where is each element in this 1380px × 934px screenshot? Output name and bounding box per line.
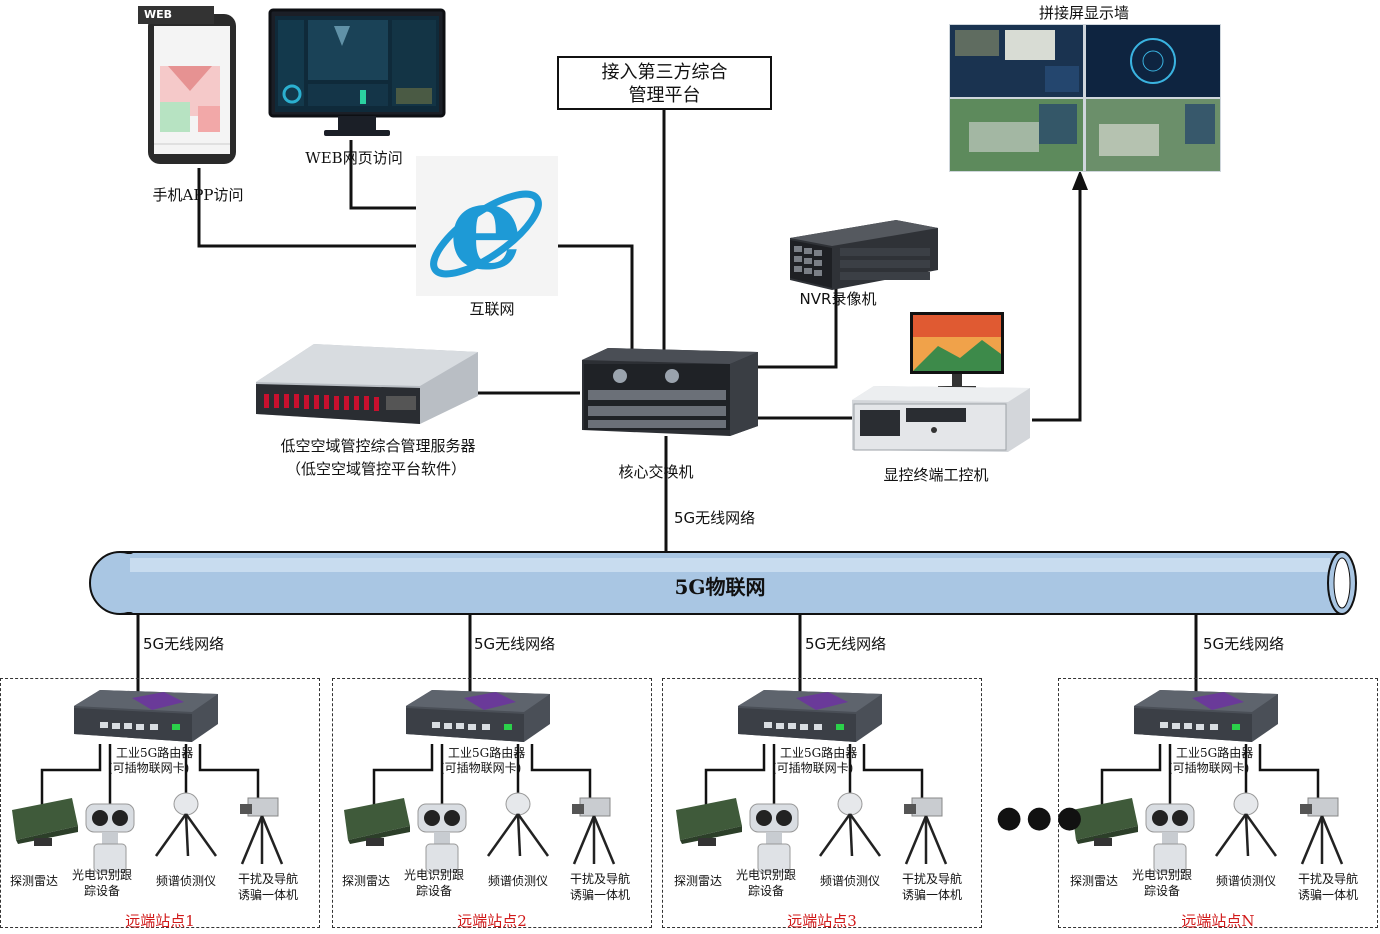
third-party-platform-box: 接入第三方综合 管理平台	[557, 56, 772, 110]
station-title: 远端站点1	[125, 912, 195, 930]
station-frame-3	[662, 678, 982, 928]
detection-radar-image	[672, 796, 744, 848]
video-wall-image	[949, 24, 1221, 172]
jammer-spoofer-image	[1292, 794, 1348, 866]
device-label-spectrum: 频谱侦测仪	[1216, 874, 1277, 888]
jammer-spoofer-image	[232, 794, 288, 866]
console-monitor-image	[908, 310, 1006, 392]
industrial-5g-router-image	[404, 688, 552, 744]
station-link-label: 5G无线网络	[143, 635, 225, 653]
router-label-line-2: (可插物联网卡)	[108, 761, 190, 775]
device-label-eo-line-1: 光电识别跟	[1132, 868, 1193, 882]
mobile-app-label: 手机APP访问	[152, 186, 244, 204]
device-label-spectrum: 频谱侦测仪	[488, 874, 549, 888]
wire-nvr-switch	[756, 268, 838, 369]
device-label-eo-line-2: 踪设备	[748, 884, 785, 898]
eo-tracking-camera-image	[746, 800, 802, 874]
web-access-label: WEB网页访问	[305, 149, 403, 167]
device-label-eo-line-1: 光电识别跟	[404, 868, 465, 882]
5g-iot-label: 5G物联网	[674, 575, 766, 599]
station-frame-1	[0, 678, 320, 928]
nvr-recorder-image	[786, 218, 940, 292]
wire-console-wall	[1032, 188, 1082, 422]
station-link-label: 5G无线网络	[805, 635, 887, 653]
5g-iot-pipe	[89, 551, 1357, 615]
device-label-jammer-line-2: 诱骗一体机	[238, 888, 299, 902]
device-label-eo-line-2: 踪设备	[1144, 884, 1181, 898]
device-label-eo-line-2: 踪设备	[84, 884, 121, 898]
device-label-radar: 探测雷达	[1070, 874, 1119, 888]
arrow-to-video-wall	[1072, 170, 1088, 190]
router-label-line-2: (可插物联网卡)	[772, 761, 854, 775]
uplink-5g-label: 5G无线网络	[674, 509, 756, 527]
server-label: 低空空域管控综合管理服务器	[280, 437, 476, 455]
video-wall-label: 拼接屏显示墙	[1038, 4, 1130, 22]
device-label-radar: 探测雷达	[342, 874, 391, 888]
detection-radar-image	[340, 796, 412, 848]
wire-web-internet	[349, 140, 420, 210]
internet-globe-icon: e	[416, 156, 558, 296]
device-label-eo-line-1: 光电识别跟	[736, 868, 797, 882]
server-sublabel: （低空空域管控平台软件）	[285, 460, 467, 478]
spectrum-detector-image	[150, 792, 222, 858]
device-label-jammer-line-1: 干扰及导航	[570, 872, 631, 886]
console-label: 显控终端工控机	[883, 466, 989, 484]
station-title: 远端站点N	[1181, 912, 1255, 930]
router-label-line-2: (可插物联网卡)	[440, 761, 522, 775]
detection-radar-image	[1068, 796, 1140, 848]
router-label-line-1: 工业5G路由器	[448, 746, 526, 760]
industrial-5g-router-image	[736, 688, 884, 744]
router-label-line-1: 工业5G路由器	[780, 746, 858, 760]
device-label-jammer-line-1: 干扰及导航	[902, 872, 963, 886]
device-label-radar: 探测雷达	[674, 874, 723, 888]
nvr-label: NVR录像机	[799, 290, 877, 308]
core-switch-image	[578, 346, 762, 438]
station-frame-4	[1058, 678, 1378, 928]
station-title: 远端站点3	[787, 912, 857, 930]
third-party-line-2: 管理平台	[628, 85, 701, 106]
device-label-jammer-line-2: 诱骗一体机	[1298, 888, 1359, 902]
router-label-line-2: (可插物联网卡)	[1168, 761, 1250, 775]
industrial-5g-router-image	[1132, 688, 1280, 744]
spectrum-detector-image	[814, 792, 886, 858]
station-link-label: 5G无线网络	[474, 635, 556, 653]
jammer-spoofer-image	[564, 794, 620, 866]
management-server-image	[254, 342, 480, 426]
spectrum-detector-image	[1210, 792, 1282, 858]
device-label-jammer-line-2: 诱骗一体机	[902, 888, 963, 902]
console-pc-image	[850, 384, 1032, 454]
jammer-spoofer-image	[896, 794, 952, 866]
device-label-jammer-line-1: 干扰及导航	[1298, 872, 1359, 886]
device-label-eo-line-1: 光电识别跟	[72, 868, 133, 882]
device-label-radar: 探测雷达	[10, 874, 59, 888]
web-monitor-image	[268, 8, 446, 140]
web-badge: WEB	[138, 6, 214, 24]
more-stations-ellipsis: ●●●	[996, 800, 1087, 835]
mobile-phone-image: WEB	[138, 6, 238, 166]
device-label-jammer-line-2: 诱骗一体机	[570, 888, 631, 902]
wire-mobile-internet	[197, 168, 420, 248]
detection-radar-image	[8, 796, 80, 848]
svg-text:e: e	[448, 157, 523, 296]
eo-tracking-camera-image	[82, 800, 138, 874]
third-party-line-1: 接入第三方综合	[601, 62, 728, 83]
router-label-line-1: 工业5G路由器	[116, 746, 194, 760]
device-label-spectrum: 频谱侦测仪	[156, 874, 217, 888]
wire-internet-switch	[558, 244, 634, 358]
device-label-eo-line-2: 踪设备	[416, 884, 453, 898]
station-link-label: 5G无线网络	[1203, 635, 1285, 653]
eo-tracking-camera-image	[1142, 800, 1198, 874]
core-switch-label: 核心交换机	[618, 463, 694, 481]
eo-tracking-camera-image	[414, 800, 470, 874]
station-title: 远端站点2	[457, 912, 527, 930]
device-label-spectrum: 频谱侦测仪	[820, 874, 881, 888]
internet-label: 互联网	[469, 300, 515, 318]
industrial-5g-router-image	[72, 688, 220, 744]
spectrum-detector-image	[482, 792, 554, 858]
router-label-line-1: 工业5G路由器	[1176, 746, 1254, 760]
device-label-jammer-line-1: 干扰及导航	[238, 872, 299, 886]
station-frame-2	[332, 678, 652, 928]
